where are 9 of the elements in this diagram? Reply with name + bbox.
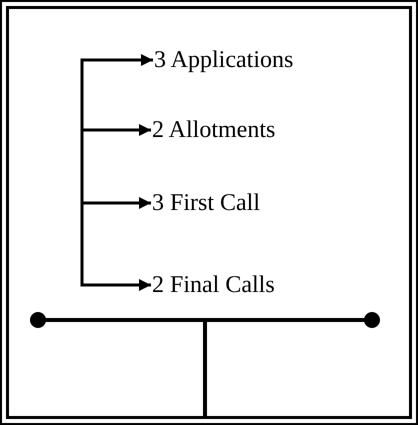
arrow (82, 279, 151, 291)
node-label: 3 Applications (154, 46, 294, 74)
node-label: 2 Final Calls (152, 271, 275, 299)
arrow (82, 124, 151, 136)
arrow (82, 197, 151, 209)
connector-line (80, 58, 84, 286)
arrow (82, 54, 153, 66)
node-label: 3 First Call (152, 189, 260, 217)
node-label: 2 Allotments (152, 116, 276, 144)
